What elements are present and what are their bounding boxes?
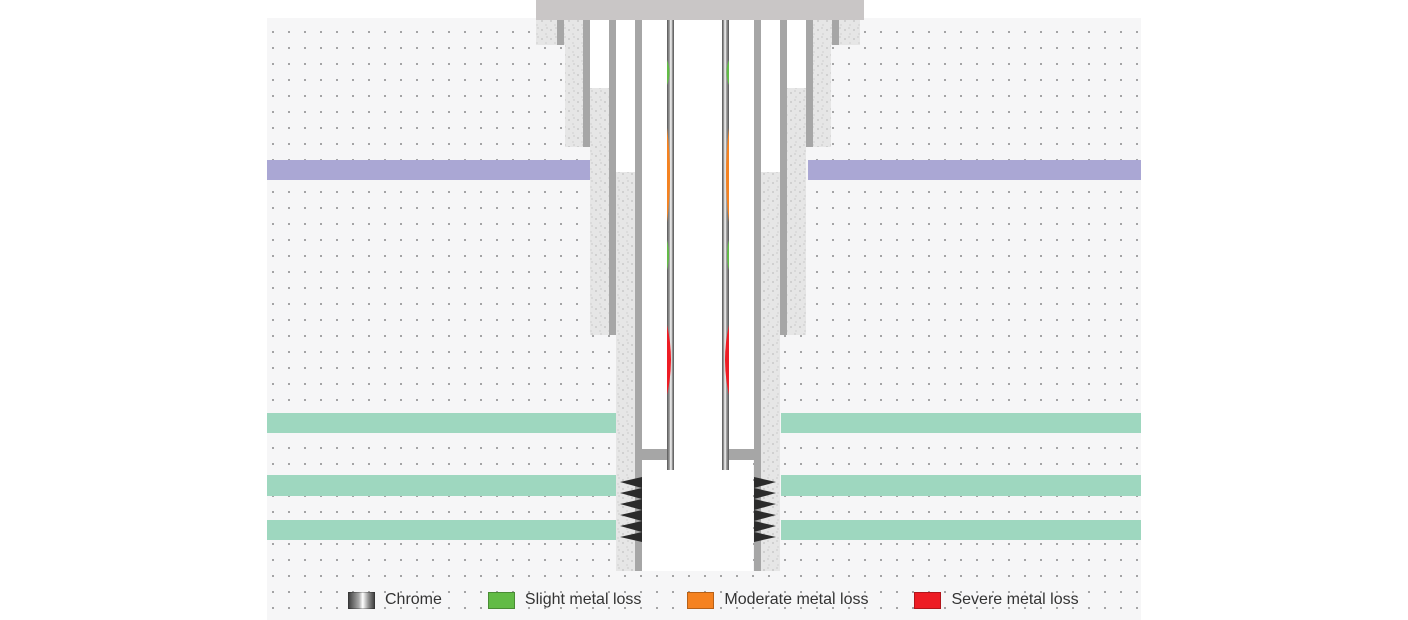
legend-item-slight: Slight metal loss: [487, 591, 642, 609]
legend: Chrome Slight metal loss Moderate metal …: [348, 591, 1125, 609]
legend-item-moderate: Moderate metal loss: [687, 591, 868, 609]
severe-swatch: [914, 591, 942, 609]
slight-swatch: [487, 591, 515, 609]
slip-teeth: [620, 477, 642, 542]
packer: [642, 449, 667, 460]
wellhead: [536, 0, 864, 20]
purple-zone-left: [267, 160, 590, 180]
legend-item-severe: Severe metal loss: [914, 591, 1079, 609]
legend-label: Slight metal loss: [524, 591, 642, 608]
green-zones: [267, 413, 1141, 540]
legend-label: Severe metal loss: [951, 591, 1079, 608]
chrome-swatch: [348, 591, 375, 609]
moderate-swatch: [687, 591, 715, 609]
purple-zone-right: [808, 160, 1141, 180]
tubing: [667, 20, 674, 470]
legend-item-chrome: Chrome: [348, 591, 442, 609]
well-half-left: [536, 20, 674, 571]
legend-label: Chrome: [385, 591, 442, 608]
legend-label: Moderate metal loss: [724, 591, 869, 608]
